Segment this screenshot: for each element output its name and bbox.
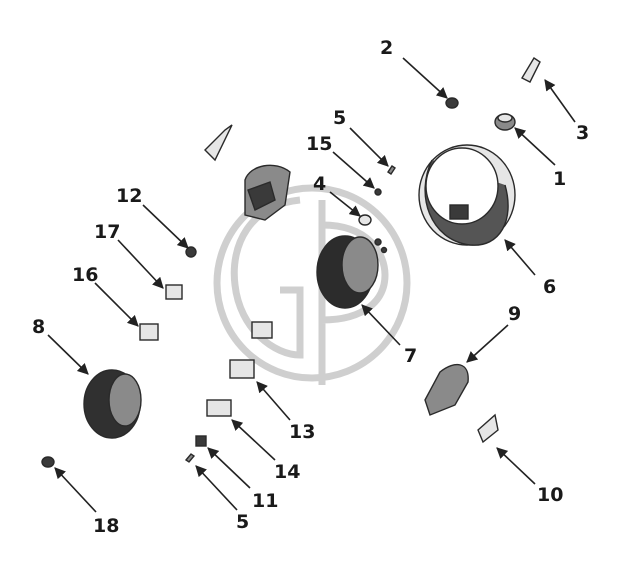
callout-13: 13 xyxy=(289,421,315,443)
part-9-shoe xyxy=(424,363,469,416)
part-18-nut xyxy=(41,456,55,468)
part-8-gear-disc xyxy=(83,369,142,439)
callout-labels: 2 3 1 5 15 4 6 7 12 17 16 8 9 10 13 14 1… xyxy=(32,37,589,537)
part-17-block xyxy=(165,284,183,300)
plate-upper xyxy=(204,124,233,162)
part-5-spring-bottom xyxy=(184,453,196,463)
part-10-plate xyxy=(477,413,499,444)
callout-6: 6 xyxy=(543,276,556,298)
callout-10: 10 xyxy=(537,484,563,506)
callout-17: 17 xyxy=(94,221,120,243)
callout-8: 8 xyxy=(32,316,45,338)
watermark-logo xyxy=(213,184,411,385)
leader-lines xyxy=(47,57,576,513)
callout-9: 9 xyxy=(508,303,521,325)
callout-15: 15 xyxy=(306,133,332,155)
part-1-cap xyxy=(494,113,516,131)
part-4-washer xyxy=(358,214,372,226)
plate-middle xyxy=(251,321,273,339)
callout-5-bottom: 5 xyxy=(236,511,249,533)
part-7-drum-gear xyxy=(316,235,388,309)
part-3-clip xyxy=(521,57,541,83)
part-16-block xyxy=(139,323,159,341)
callout-5-top: 5 xyxy=(333,107,346,129)
callout-14: 14 xyxy=(274,461,300,483)
callout-16: 16 xyxy=(72,264,98,286)
callout-18: 18 xyxy=(93,515,119,537)
callout-1: 1 xyxy=(553,168,566,190)
part-11-block xyxy=(195,435,207,447)
callout-11: 11 xyxy=(252,490,278,512)
callout-3: 3 xyxy=(576,122,589,144)
bracket-upper xyxy=(244,164,291,221)
callout-12: 12 xyxy=(116,185,142,207)
part-12-ball xyxy=(185,246,197,258)
part-2-nut xyxy=(445,97,459,109)
part-5-spring-top xyxy=(387,165,396,175)
callout-2: 2 xyxy=(380,37,393,59)
part-6-housing-ring xyxy=(418,144,516,246)
part-15-pin xyxy=(374,188,382,196)
callout-4: 4 xyxy=(313,173,326,195)
part-13-plate xyxy=(229,359,255,379)
part-14-plate xyxy=(206,399,232,417)
callout-7: 7 xyxy=(404,345,417,367)
